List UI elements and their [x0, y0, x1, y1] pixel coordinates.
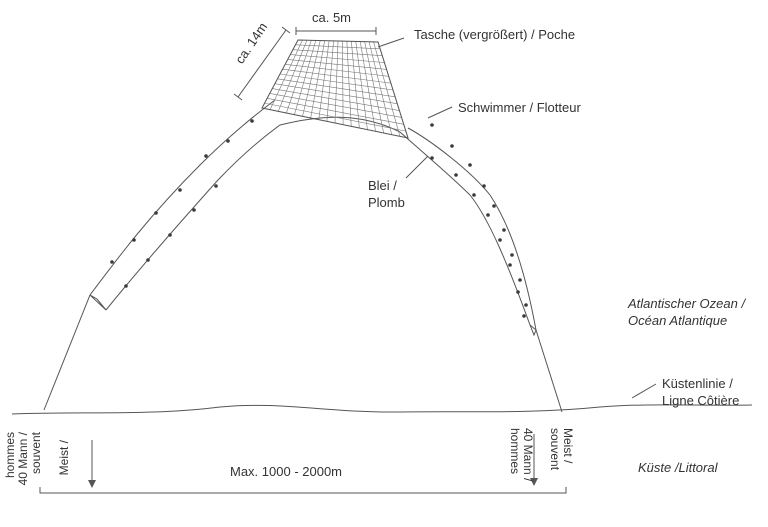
crew-left-1: hommes: [3, 432, 17, 479]
lead-label-line2: Plomb: [368, 195, 405, 210]
float-marker: [492, 204, 496, 208]
coast-label-line2: Ligne Côtière: [662, 393, 740, 408]
pocket-mesh-col: [318, 40, 330, 120]
pocket-mesh-col: [346, 41, 352, 127]
float-marker: [154, 211, 158, 215]
lead-label-line1: Blei /: [368, 178, 397, 193]
pocket-mesh-col: [277, 40, 308, 112]
pocket-mesh: [261, 39, 409, 139]
shore-label: Küste /Littoral: [638, 460, 718, 475]
crew-left-2: 40 Mann /: [16, 432, 30, 486]
hauling-line-right: [535, 329, 563, 413]
float-marker: [110, 260, 114, 264]
float-marker: [132, 238, 136, 242]
float-marker: [430, 156, 434, 160]
leader-float: [427, 106, 453, 119]
pocket-mesh-col: [342, 41, 344, 125]
pocket-mesh-col: [351, 41, 360, 129]
leader-lead: [405, 155, 429, 179]
leader-pocket: [377, 37, 405, 48]
pocket-mesh-col: [326, 40, 334, 122]
left-wing-tip: [89, 294, 107, 311]
pocket-width-label: ca. 5m: [312, 10, 352, 25]
pocket-mesh-col: [294, 40, 317, 115]
float-line-right: [407, 127, 537, 331]
crew-right-2: 40 Mann /: [521, 428, 535, 482]
float-marker: [124, 284, 128, 288]
pocket-mesh-col: [373, 41, 401, 137]
float-marker: [472, 193, 476, 197]
float-marker: [522, 314, 526, 318]
crew-right-3: souvent: [548, 428, 562, 471]
crew-left-4: Meist /: [57, 440, 71, 476]
leader-coast: [631, 383, 657, 399]
float-marker: [524, 303, 528, 307]
float-marker: [192, 208, 196, 212]
lead-line-right: [399, 131, 531, 326]
float-marker: [430, 123, 434, 127]
arrow-left-head: [88, 480, 96, 488]
pocket-outline: [261, 39, 409, 139]
distance-bracket: [39, 487, 567, 494]
crew-right-4: Meist /: [561, 428, 575, 464]
crew-left-3: souvent: [29, 432, 43, 475]
float-marker: [226, 139, 230, 143]
float-marker: [468, 163, 472, 167]
float-marker: [510, 253, 514, 257]
pocket-label: Tasche (vergrößert) / Poche: [414, 27, 576, 42]
float-marker: [450, 144, 454, 148]
pocket-mesh-col: [334, 40, 339, 124]
float-marker: [146, 258, 150, 262]
distance-label: Max. 1000 - 2000m: [230, 464, 343, 479]
pocket-mesh-col: [359, 41, 376, 132]
dim-5m: [295, 27, 377, 35]
float-label: Schwimmer / Flotteur: [458, 100, 581, 115]
float-marker: [508, 263, 512, 267]
arrow-right-head: [530, 478, 538, 486]
coast-label-line1: Küstenlinie /: [662, 376, 733, 391]
float-marker: [482, 184, 486, 188]
pocket-mesh-col: [310, 40, 325, 119]
pocket-mesh-col: [302, 40, 321, 117]
float-marker: [498, 238, 502, 242]
coastline: [11, 404, 753, 415]
ocean-label-line1: Atlantischer Ozean /: [628, 296, 746, 311]
right-wing-tip: [529, 324, 537, 337]
pocket-mesh-col: [286, 40, 312, 114]
float-marker: [454, 173, 458, 177]
float-line-left: [43, 99, 276, 411]
float-marker: [486, 213, 490, 217]
pocket-mesh-col: [355, 41, 368, 130]
pocket-mesh-col: [368, 41, 393, 135]
float-marker: [168, 233, 172, 237]
crew-right-1: hommes: [508, 428, 522, 475]
float-marker: [250, 119, 254, 123]
float-marker: [516, 290, 520, 294]
float-markers: [110, 119, 528, 318]
ocean-label-line2: Océan Atlantique: [628, 313, 728, 328]
lead-line-left: [105, 116, 401, 311]
float-marker: [518, 278, 522, 282]
pocket-mesh-col: [364, 41, 384, 134]
pocket-mesh-col: [269, 39, 303, 110]
float-marker: [214, 184, 218, 188]
float-marker: [502, 228, 506, 232]
float-marker: [178, 188, 182, 192]
dim-14m: [233, 26, 291, 101]
float-marker: [204, 154, 208, 158]
